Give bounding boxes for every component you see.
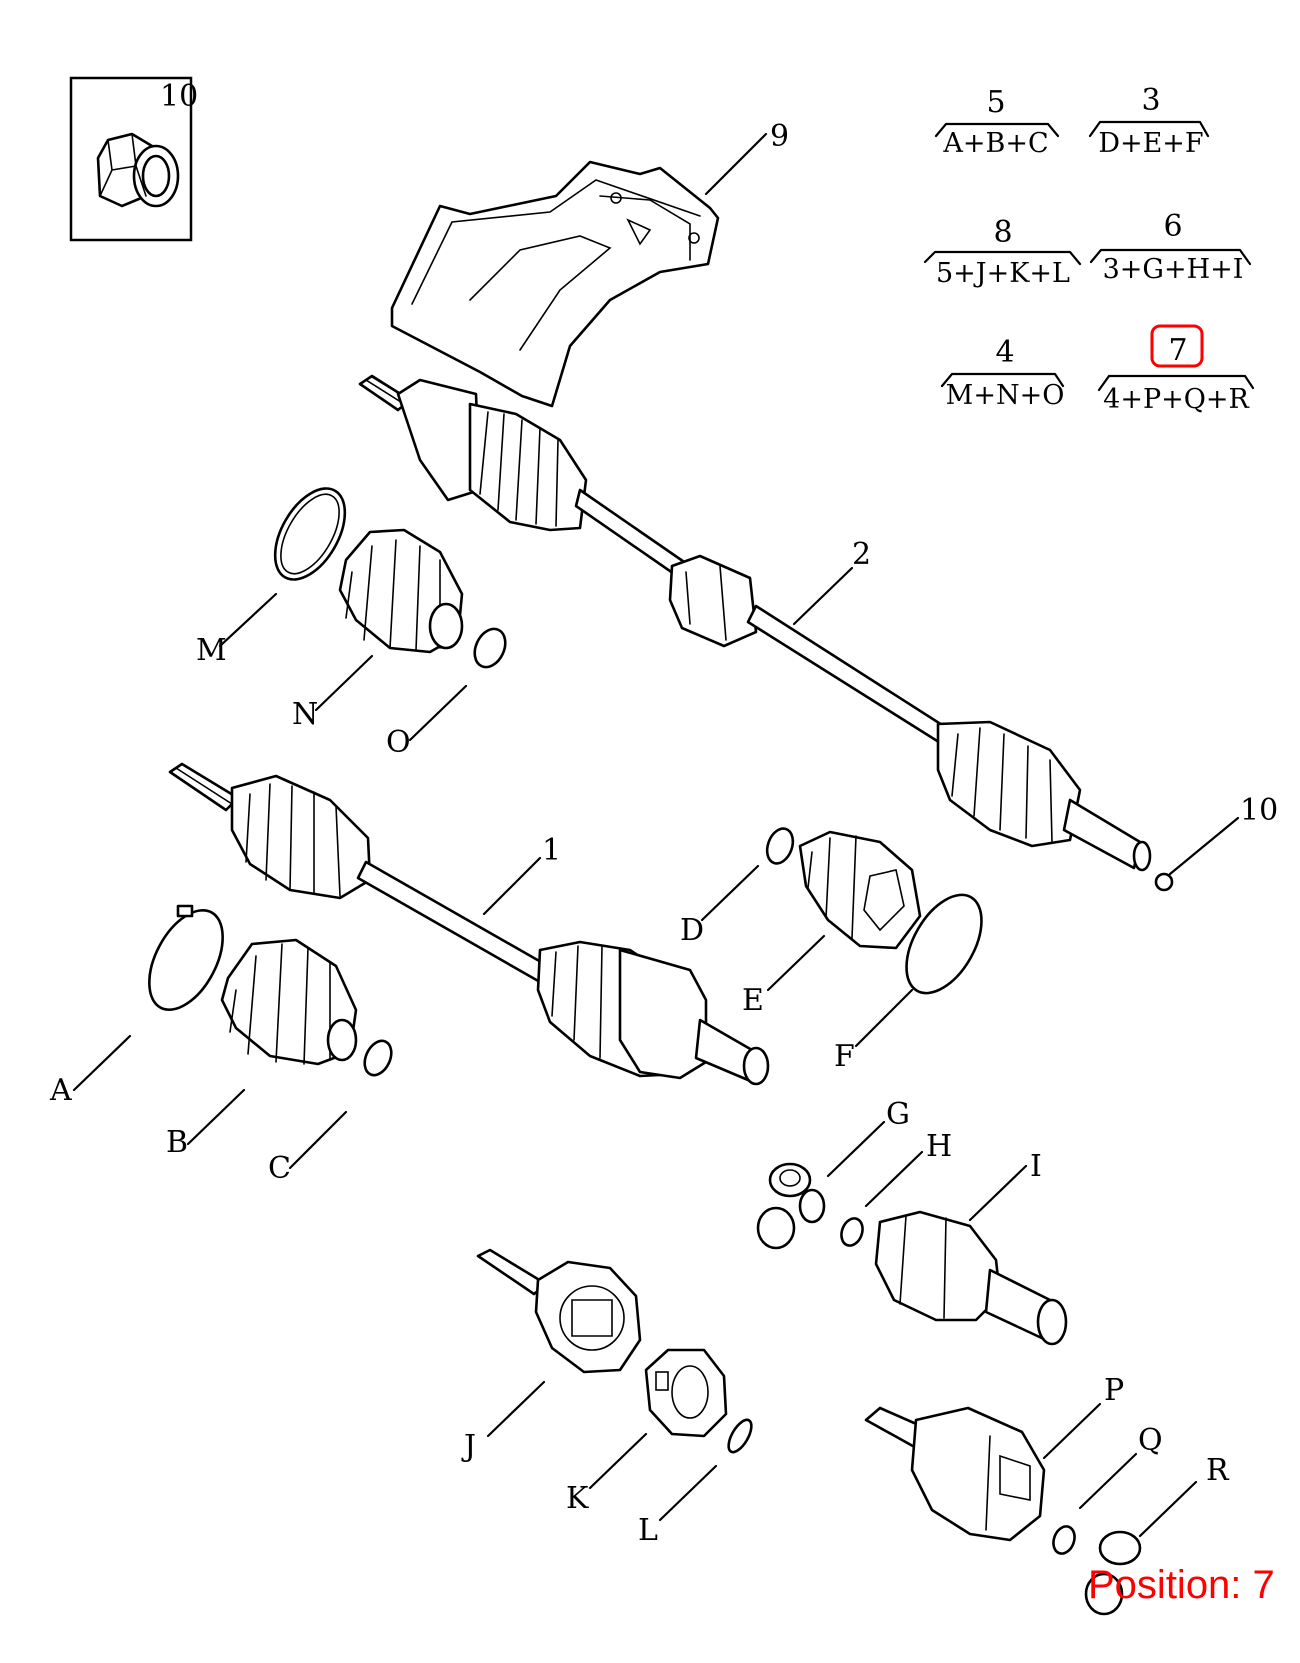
housing-p [864, 1406, 1046, 1542]
position-label: Position: 7 [1088, 1563, 1275, 1607]
tripod-r [1084, 1530, 1142, 1616]
hex-nut-icon [96, 132, 180, 208]
svg-text:5: 5 [986, 85, 1005, 120]
formula-f8: 8 5+J+K+L [923, 215, 1082, 289]
inset-part-10: 10 [69, 76, 198, 242]
callout-F: F [834, 1039, 855, 1074]
callout-A: A [49, 1073, 72, 1108]
formula-f7: 7 4+P+Q+R [1097, 324, 1255, 415]
callout-E: E [742, 983, 764, 1018]
boot-clamp-m [273, 487, 347, 581]
formula-f4: 4 M+N+O [940, 335, 1065, 411]
callout-L: L [638, 1513, 658, 1548]
callout-M: M [196, 633, 227, 668]
svg-text:M+N+O: M+N+O [946, 380, 1065, 411]
drive-shaft-1 [168, 762, 770, 1086]
callout-R: R [1206, 1453, 1230, 1488]
boot-b [220, 938, 358, 1066]
callout-Q: Q [1138, 1423, 1163, 1458]
callout-K: K [566, 1481, 589, 1516]
callout-I: I [1030, 1149, 1042, 1184]
callout-P: P [1104, 1373, 1124, 1408]
callout-2: 2 [852, 537, 871, 572]
formula-f3: 3 D+E+F [1088, 83, 1210, 159]
clip-h [840, 1217, 864, 1247]
svg-text:4: 4 [995, 335, 1014, 370]
callout-N: N [292, 697, 318, 732]
callout-10: 10 [1240, 793, 1278, 828]
callout-C: C [268, 1151, 291, 1186]
clip-l [727, 1418, 753, 1454]
svg-text:3+G+H+I: 3+G+H+I [1103, 254, 1244, 285]
inset-number: 10 [160, 79, 198, 114]
callout-O: O [386, 725, 411, 760]
svg-text:4+P+Q+R: 4+P+Q+R [1103, 384, 1249, 415]
highlight-box [1150, 324, 1204, 368]
callout-B: B [166, 1125, 188, 1160]
clamp-d [765, 827, 795, 865]
formula-f6: 6 3+G+H+I [1089, 209, 1252, 285]
svg-text:7: 7 [1168, 333, 1187, 368]
leader-lines [72, 132, 1240, 1538]
heat-shield [390, 160, 720, 408]
svg-text:6: 6 [1163, 209, 1182, 244]
formula-f5: 5 A+B+C [934, 85, 1060, 159]
boot-e [798, 830, 922, 950]
housing-i [874, 1210, 1068, 1346]
cage-k [644, 1348, 728, 1438]
boot-n [338, 528, 464, 654]
callout-H: H [926, 1129, 952, 1164]
clip-q [1052, 1525, 1076, 1555]
drive-shaft-2 [358, 374, 1174, 892]
callout-9: 9 [770, 119, 789, 154]
callout-1: 1 [542, 833, 561, 868]
svg-text:D+E+F: D+E+F [1098, 128, 1203, 159]
clamp-o [473, 627, 507, 669]
svg-text:A+B+C: A+B+C [942, 128, 1048, 159]
callout-J: J [461, 1429, 476, 1464]
clamp-c [363, 1039, 393, 1077]
svg-text:5+J+K+L: 5+J+K+L [936, 258, 1070, 289]
svg-text:3: 3 [1141, 83, 1160, 118]
boot-clamp-f [905, 893, 983, 995]
tripod-g [756, 1162, 826, 1250]
svg-text:8: 8 [993, 215, 1012, 250]
callout-labels: 9 2 10 1 M N O A B C D E F G H I J K L P… [49, 119, 1278, 1548]
callout-D: D [680, 913, 704, 948]
outer-joint-j [476, 1248, 642, 1374]
boot-clamp-a [148, 904, 224, 1012]
callout-G: G [886, 1097, 910, 1132]
